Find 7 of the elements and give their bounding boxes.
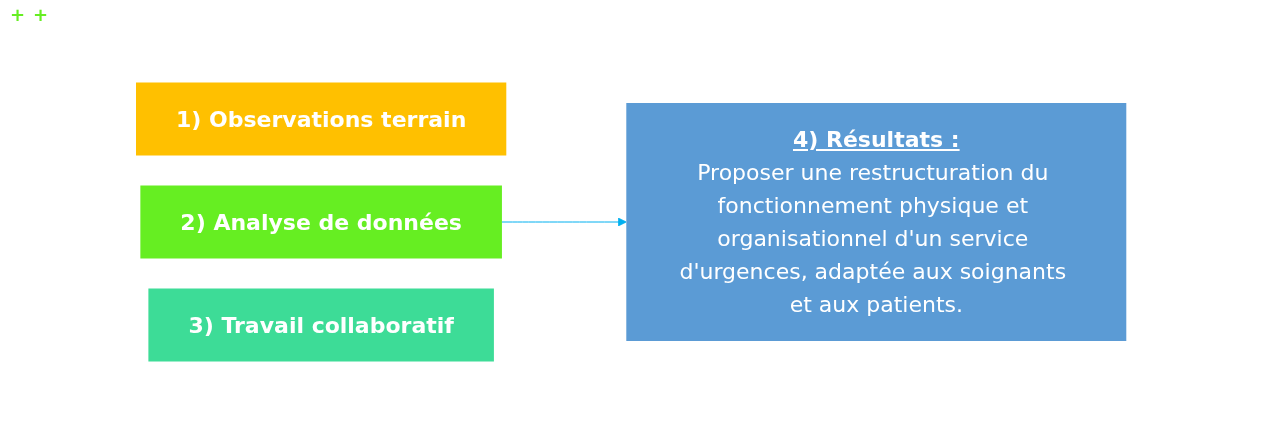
arrow [501, 217, 627, 227]
node-box: 3) Travail collaboratif [148, 288, 494, 362]
node-box: 1) Observations terrain [135, 82, 507, 156]
node-box: 4) Résultats : Proposer une restructuration du fonctionnement physique et organisationnel d'un service d'urgences, adaptée aux soignants et aux patients. [626, 103, 1127, 341]
node-box: 2) Analyse de données [140, 185, 502, 259]
plus-sign: + [10, 4, 26, 25]
plus-sign: + [33, 4, 49, 25]
